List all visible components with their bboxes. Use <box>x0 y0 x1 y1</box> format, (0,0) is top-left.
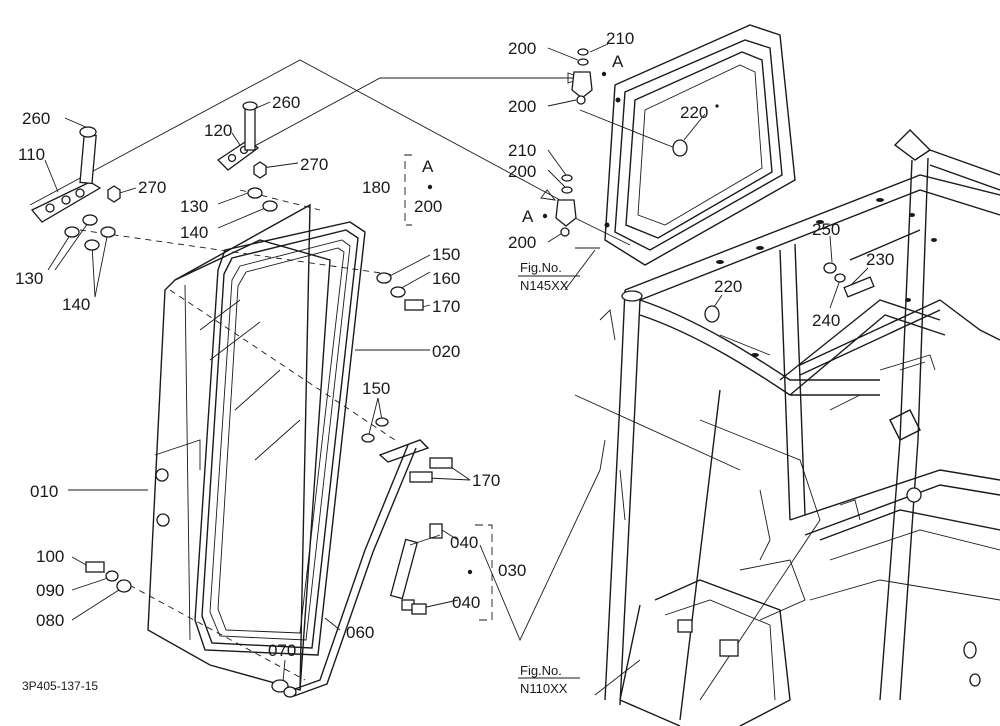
label-260-right: 260 <box>272 93 300 112</box>
bracket-180-group <box>404 154 433 226</box>
label-170-upper: 170 <box>432 297 460 316</box>
part-labels: 260 110 260 120 270 270 130 140 130 140 … <box>15 29 894 660</box>
label-030: 030 <box>498 561 526 580</box>
label-210-lower: 210 <box>508 141 536 160</box>
label-150-upper: 150 <box>432 245 460 264</box>
latch-a-lower <box>542 174 577 237</box>
latch-a-upper <box>571 48 607 105</box>
label-230: 230 <box>866 250 894 269</box>
label-200-mid: 200 <box>508 97 536 116</box>
hardware-cab <box>704 262 875 323</box>
fig-ref-n110xx: Fig.No. N110XX <box>518 663 580 696</box>
label-170-lower: 170 <box>472 471 500 490</box>
fig-ref-n145xx: Fig.No. N145XX <box>518 260 580 293</box>
reference-dots <box>715 104 719 108</box>
hinge-110 <box>30 126 102 223</box>
label-180: 180 <box>362 178 390 197</box>
label-100: 100 <box>36 547 64 566</box>
label-130-lower: 130 <box>15 269 43 288</box>
label-270-left: 270 <box>138 178 166 197</box>
label-a-bracket: A <box>422 157 434 176</box>
cab-frame <box>599 129 1000 726</box>
drawing-id: 3P405-137-15 <box>22 679 98 693</box>
label-220-cab: 220 <box>714 277 742 296</box>
label-160: 160 <box>432 269 460 288</box>
fig-label-2: Fig.No. <box>520 663 562 678</box>
label-240: 240 <box>812 311 840 330</box>
handle-rod-060 <box>271 439 453 698</box>
label-010: 010 <box>30 482 58 501</box>
fig-label-1: Fig.No. <box>520 260 562 275</box>
hinge-pin-100 <box>85 561 132 593</box>
label-080: 080 <box>36 611 64 630</box>
label-210-top: 210 <box>606 29 634 48</box>
fig-code-1: N145XX <box>520 278 569 293</box>
label-060: 060 <box>346 623 374 642</box>
door-glass-010 <box>147 203 331 691</box>
hinge-120 <box>216 101 260 171</box>
label-200-bracket: 200 <box>414 197 442 216</box>
label-270-right: 270 <box>300 155 328 174</box>
label-leaders <box>44 43 869 683</box>
fig-code-2: N110XX <box>520 681 568 696</box>
label-200-lower: 200 <box>508 162 536 181</box>
label-260-left: 260 <box>22 109 50 128</box>
washers-nuts-left <box>64 161 424 443</box>
label-a-lower: A <box>522 207 534 226</box>
label-040-upper: 040 <box>450 533 478 552</box>
label-200-top: 200 <box>508 39 536 58</box>
label-040-lower: 040 <box>452 593 480 612</box>
label-110: 110 <box>18 145 45 164</box>
label-200-bottom: 200 <box>508 233 536 252</box>
label-a-top: A <box>612 52 624 71</box>
gas-strut-030 <box>389 523 493 621</box>
label-120: 120 <box>204 121 232 140</box>
label-090: 090 <box>36 581 64 600</box>
label-220-window: 220 <box>680 103 708 122</box>
weather-strip-020 <box>194 221 366 656</box>
label-020: 020 <box>432 342 460 361</box>
label-070: 070 <box>268 641 296 660</box>
label-130-upper: 130 <box>180 197 208 216</box>
label-140-upper: 140 <box>180 223 208 242</box>
rear-window-frame <box>604 24 796 266</box>
label-150-lower: 150 <box>362 379 390 398</box>
label-250: 250 <box>812 220 840 239</box>
leader-lines <box>29 59 771 696</box>
label-140-lower: 140 <box>62 295 90 314</box>
